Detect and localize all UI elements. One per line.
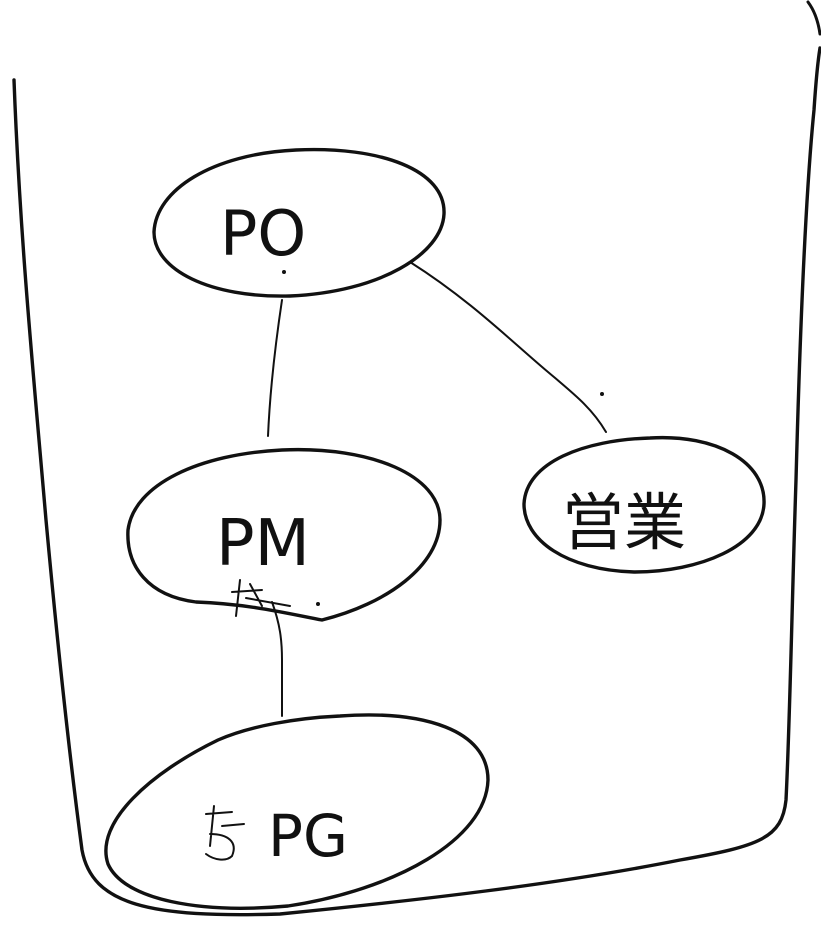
- node-pg-label: PG: [268, 802, 348, 870]
- edge-po-pm: [267, 299, 283, 437]
- node-pm: PM: [126, 447, 442, 622]
- node-po-label: PO: [220, 197, 306, 270]
- node-sales-ellipse: [522, 435, 766, 574]
- scribble-mark: [231, 579, 291, 617]
- node-sales-label: 営業: [562, 486, 686, 559]
- pg-prefix-scribble: [205, 805, 245, 861]
- node-po: PO: [152, 147, 446, 298]
- stray-dot: [282, 270, 286, 274]
- stray-dot: [316, 602, 320, 606]
- node-pm-ellipse: [126, 447, 442, 622]
- corner-stroke: [806, 0, 821, 36]
- node-pg: PG: [104, 713, 490, 910]
- container-outline: [12, 46, 821, 917]
- node-po-ellipse: [152, 147, 446, 298]
- edge-po-sales: [409, 261, 607, 433]
- node-pg-ellipse: [104, 713, 490, 910]
- node-sales: 営業: [522, 435, 766, 574]
- stray-dot: [600, 392, 604, 396]
- node-pm-label: PM: [216, 507, 310, 581]
- edge-pm-pg: [271, 601, 283, 717]
